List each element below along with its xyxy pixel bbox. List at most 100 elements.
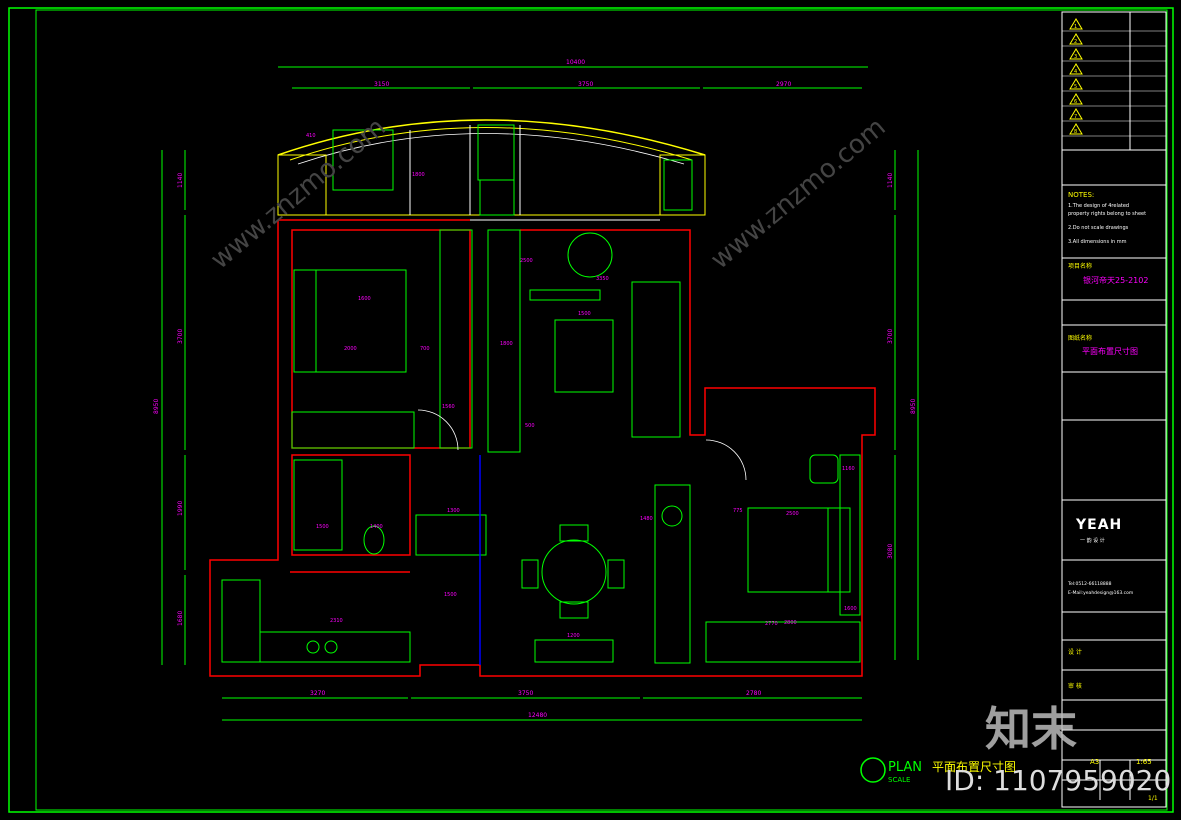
revision-triangle-icon [1069, 78, 1083, 90]
bath-vanity [415, 514, 487, 556]
wardrobe-left [291, 411, 415, 449]
notes-heading: NOTES: [1068, 191, 1094, 199]
kitchen-counter [221, 579, 261, 663]
room-dimension-label: 500 [525, 423, 535, 429]
dim-top-3: 2970 [776, 81, 791, 88]
revision-mark: 7 [1074, 114, 1077, 120]
room-dimension-label: 1200 [567, 633, 580, 639]
room-dimension-label: 1500 [444, 592, 457, 598]
room-dimension-label: 1800 [500, 341, 513, 347]
revision-triangle-icon [1069, 123, 1083, 135]
room-dimension-label: 2800 [784, 620, 797, 626]
note-line-3: 2.Do not scale drawings [1068, 225, 1129, 231]
dim-right-3: 3080 [887, 544, 894, 559]
room-dimension-label: 1500 [578, 311, 591, 317]
dim-top-1: 3150 [374, 81, 389, 88]
room-dimension-label: 2000 [344, 346, 357, 352]
dim-right-total: 8950 [910, 399, 917, 414]
room-dimension-label: 3350 [596, 276, 609, 282]
room-dimension-label: 2770 [765, 621, 778, 627]
room-dimension-label: 1160 [842, 466, 855, 472]
dim-right-2: 3700 [887, 329, 894, 344]
sideboard [534, 639, 614, 663]
second-bed [747, 507, 851, 593]
plan-title: 平面布置尺寸图 [932, 760, 1016, 774]
dining-table [541, 539, 607, 605]
room-dimension-label: 1400 [370, 524, 383, 530]
dim-bottom-3: 2780 [746, 690, 761, 697]
checker-label: 审 核 [1068, 682, 1082, 690]
master-bed [293, 269, 407, 373]
armchair [567, 232, 613, 278]
revision-triangle-icon [1069, 108, 1083, 120]
room-dimension-label: 1600 [844, 606, 857, 612]
company-line-1: Tel:0512-66118888 [1067, 581, 1112, 587]
revision-mark: 6 [1074, 99, 1077, 105]
revision-mark: 1 [1074, 24, 1077, 30]
room-dimension-label: 1480 [640, 516, 653, 522]
project-name: 银河帝天25-2102 [1083, 275, 1148, 285]
dimension-texts: 10400 3150 3750 2970 3270 3750 2780 1248… [153, 59, 917, 719]
sheet-title: 平面布置尺寸图 [1082, 346, 1138, 356]
room-dimension-label: 1300 [447, 508, 460, 514]
room-dimension-label: 2500 [786, 511, 799, 517]
dim-top-2: 3750 [578, 81, 593, 88]
washer-column [654, 484, 691, 664]
room-dimension-label: 410 [306, 133, 316, 139]
title-block [1061, 11, 1167, 808]
wardrobe-right [705, 621, 861, 663]
revision-triangle-icon [1069, 63, 1083, 75]
note-line-4: 3.All dimensions in mm [1068, 239, 1127, 245]
watermark-id: ID: 1107959020 [945, 764, 1171, 797]
room-dimension-label: 1500 [316, 524, 329, 530]
room-dimension-label: 700 [420, 346, 430, 352]
doors [417, 409, 747, 665]
inner-border [35, 9, 1168, 811]
room-dimension-label: 2500 [520, 258, 533, 264]
logo-sub: 一 韵 设 计 [1080, 537, 1105, 544]
dim-left-3: 1990 [177, 501, 184, 516]
walls [209, 219, 876, 677]
revision-triangle-icon [1069, 18, 1083, 30]
revision-mark: 5 [1074, 84, 1077, 90]
project-label: 项目名称 [1068, 262, 1092, 270]
coffee-table [554, 319, 614, 393]
desk [839, 454, 861, 616]
revision-rows: 1 2 3 4 5 6 7 8 [1062, 18, 1166, 137]
scale-label: SCALE [888, 776, 910, 784]
dim-top-total: 10400 [566, 59, 585, 66]
revision-triangle-icon [1069, 33, 1083, 45]
company-line-2: E-Mail:yeahdesign@163.com [1068, 590, 1133, 596]
revision-mark: 4 [1074, 69, 1077, 75]
dim-left-4: 1680 [177, 611, 184, 626]
bath-shower [293, 459, 343, 551]
plan-label: PLAN 平面布置尺寸图 SCALE [860, 757, 1016, 784]
plan-label-text: PLAN [888, 760, 922, 775]
furniture [221, 124, 861, 664]
scale-value: 1:65 [1136, 758, 1152, 766]
watermark-brand: 知末 [985, 702, 1077, 756]
logo: YEAH [1075, 517, 1122, 533]
dim-bottom-2: 3750 [518, 690, 533, 697]
sheet-no: 1/1 [1148, 795, 1158, 802]
outer-border [8, 7, 1174, 813]
drawing-label: 图纸名称 [1068, 334, 1092, 342]
dim-right-1: 1140 [887, 173, 894, 188]
sheet-size: A3 [1090, 758, 1099, 766]
revision-mark: 2 [1074, 39, 1077, 45]
room-dimension-label: 1600 [358, 296, 371, 302]
room-dimension-label: 1800 [412, 172, 425, 178]
room-dim-texts: 410 1600 2000 1560 2500 700 3350 1500 1800 500 250… [306, 133, 857, 639]
dimension-lines [161, 66, 919, 721]
sofa [631, 281, 681, 438]
note-line-1: 1.The design of 4related [1068, 203, 1129, 209]
dim-left-total: 8950 [153, 399, 160, 414]
revision-mark: 8 [1074, 129, 1077, 135]
dim-left-1: 1140 [177, 173, 184, 188]
room-dimension-label: 2310 [330, 618, 343, 624]
revision-mark: 3 [1074, 54, 1077, 60]
room-dimension-label: 775 [733, 508, 743, 514]
room-dimension-label: 1560 [442, 404, 455, 410]
dim-left-2: 3700 [177, 329, 184, 344]
